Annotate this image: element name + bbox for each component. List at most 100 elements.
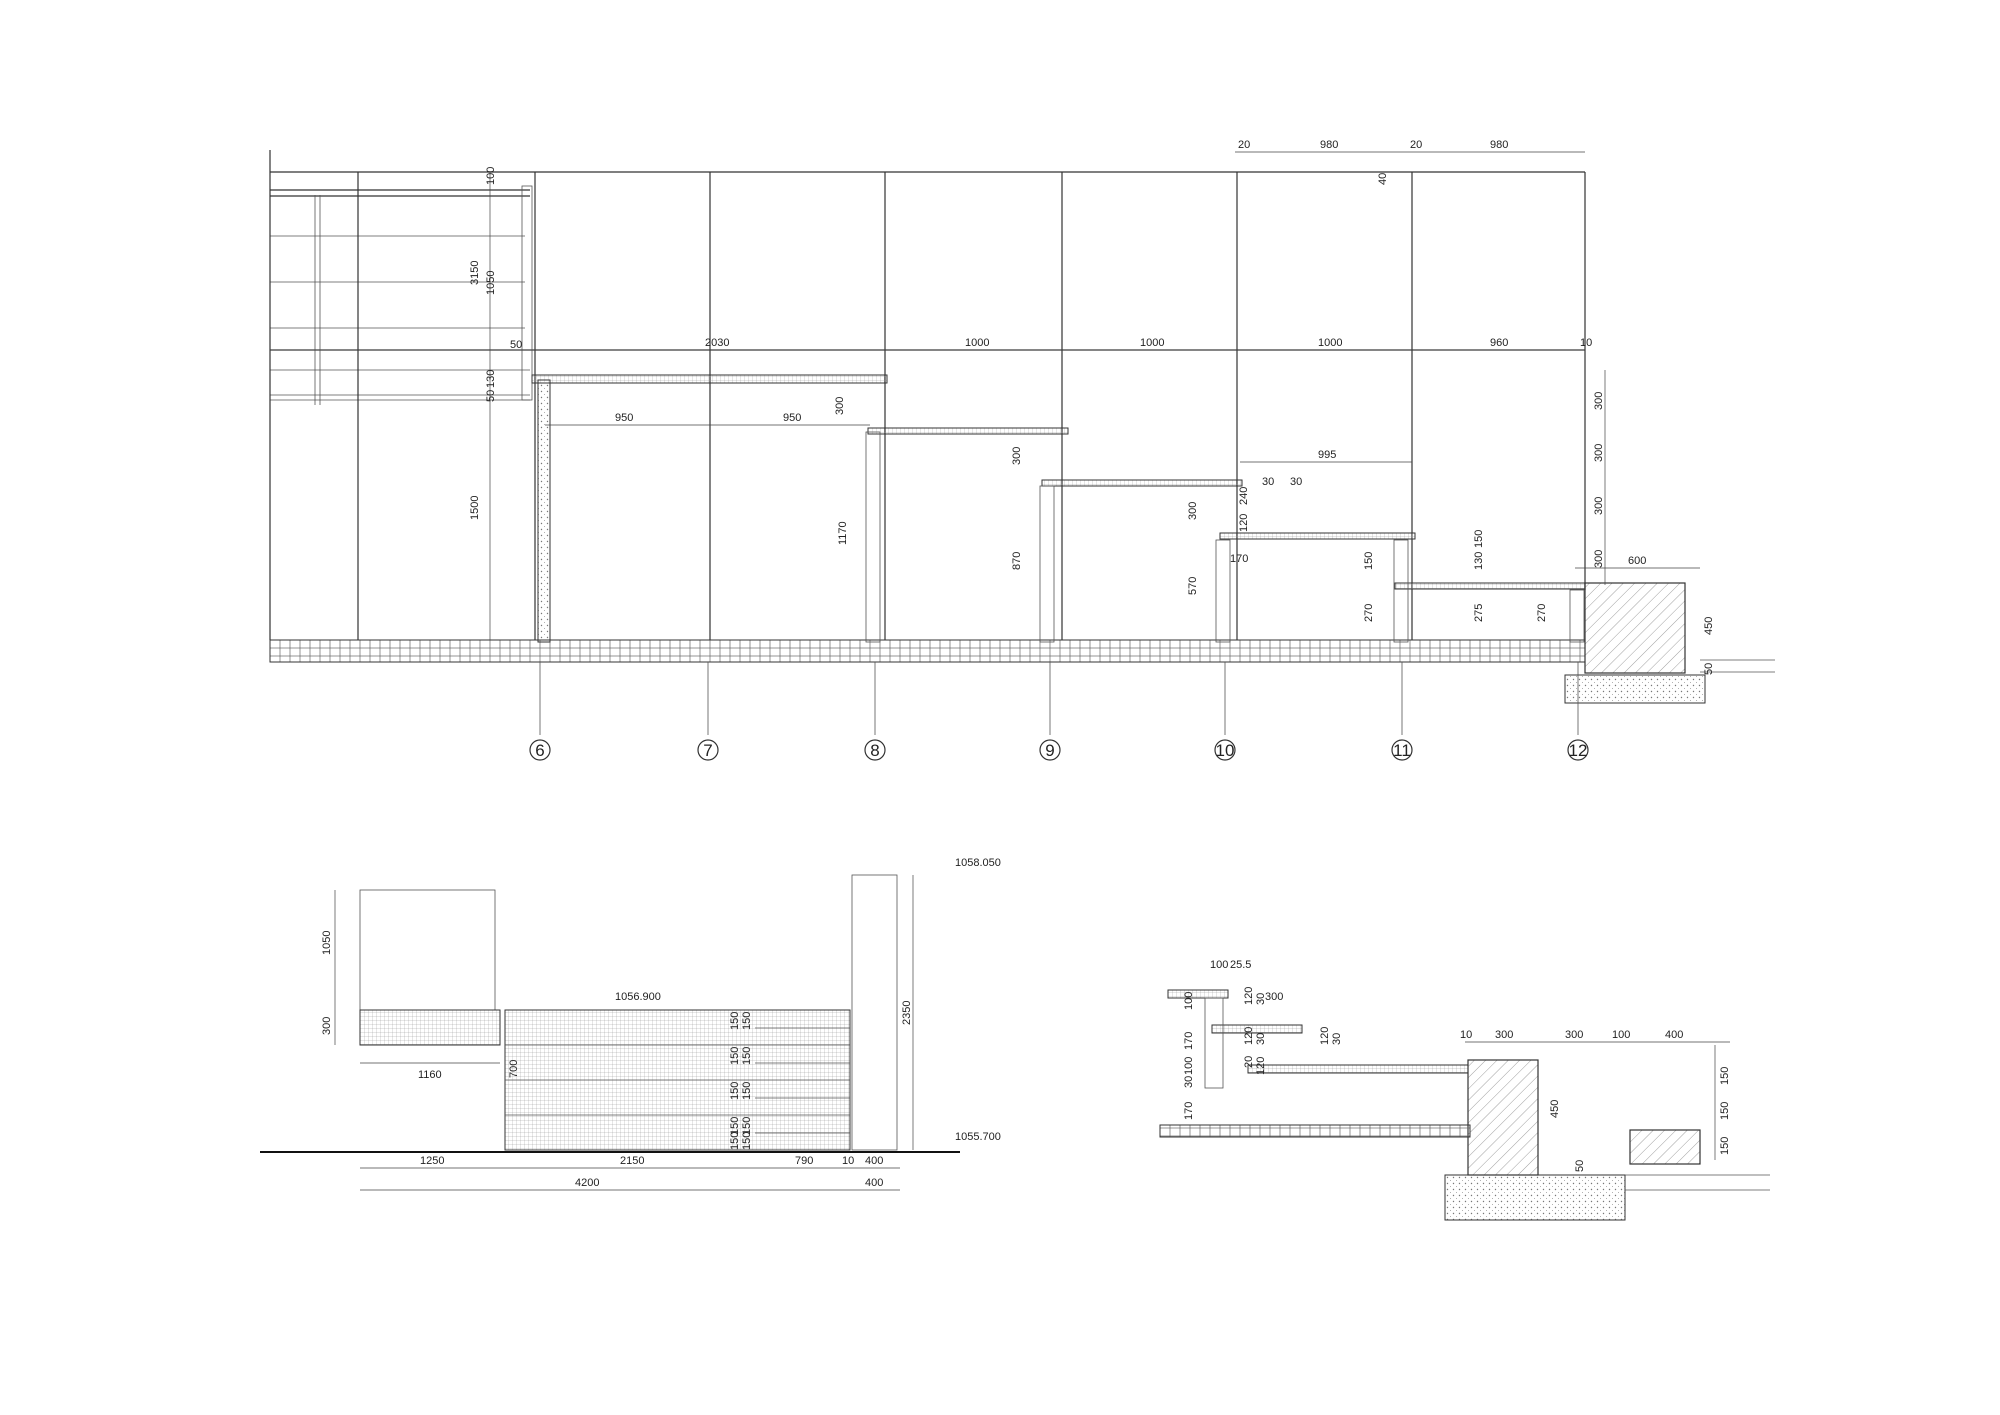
axis-marker-11: 11 — [1391, 739, 1413, 761]
dim-text: 30 — [1331, 1033, 1343, 1045]
dim-text: 995 — [1318, 449, 1336, 461]
step-slab — [1219, 532, 1416, 540]
dim-text: 30 — [1290, 476, 1302, 488]
dim-text: 450 — [1703, 617, 1715, 635]
dim-text: 950 — [615, 412, 633, 424]
dim-text: 170 — [1183, 1032, 1195, 1050]
dim-text: 2350 — [901, 1001, 913, 1025]
dim-text: 950 — [783, 412, 801, 424]
dim-text: 400 — [1665, 1029, 1683, 1041]
dim-text: 100 — [1183, 1057, 1195, 1075]
dim-text: 3150 — [469, 261, 481, 285]
step-slab — [867, 427, 1069, 435]
dim-text: 300 — [834, 397, 846, 415]
dim-text: 120 — [1238, 514, 1250, 532]
railing-frame — [359, 889, 496, 1011]
support-column — [1393, 539, 1409, 643]
dim-text: 50 — [510, 339, 522, 351]
dim-text: 120 — [1255, 1057, 1267, 1075]
dim-text: 150 — [741, 1117, 753, 1135]
dim-text: 20 — [1238, 139, 1250, 151]
dim-text: 150 — [741, 1047, 753, 1065]
dim-text: 120 — [1243, 987, 1255, 1005]
dim-text: 120 — [1319, 1027, 1331, 1045]
dim-text: 150 — [729, 1082, 741, 1100]
step-slab — [1041, 479, 1243, 487]
dim-text: 570 — [1187, 577, 1199, 595]
dim-text: 980 — [1490, 139, 1508, 151]
dim-text: 30 — [1183, 1076, 1195, 1088]
dim-text: 980 — [1320, 139, 1338, 151]
dim-text: 130 — [1473, 552, 1485, 570]
section-a: 20 980 20 980 2030 1000 1000 1000 960 10… — [269, 139, 1775, 761]
dim-text: 400 — [865, 1155, 883, 1167]
dim-text: 1170 — [837, 521, 849, 545]
dim-text: 150 — [1363, 552, 1375, 570]
dim-text: 4200 — [575, 1177, 599, 1189]
dim-text: 300 — [1265, 991, 1283, 1003]
dim-text: 10 — [1580, 337, 1592, 349]
dim-text: 270 — [1536, 604, 1548, 622]
dim-text: 960 — [1490, 337, 1508, 349]
dim-text: 270 — [1363, 604, 1375, 622]
axis-marker-9: 9 — [1039, 739, 1061, 761]
elevation-mark: 1056.900 — [615, 991, 661, 1003]
dim-text: 10 — [1460, 1029, 1472, 1041]
landing-slab — [359, 1009, 501, 1046]
axis-marker-7: 7 — [697, 739, 719, 761]
dim-text: 150 — [1719, 1137, 1731, 1155]
support-column — [1215, 539, 1231, 643]
dim-text: 450 — [1549, 1100, 1561, 1118]
end-block — [1584, 582, 1686, 674]
dim-text: 790 — [795, 1155, 813, 1167]
dim-text: 150 — [741, 1082, 753, 1100]
dim-text: 1050 — [485, 271, 497, 295]
dim-text: 100 — [1183, 992, 1195, 1010]
dim-text: 1250 — [420, 1155, 444, 1167]
dim-text: 130 — [485, 370, 497, 388]
dim-text: 20 — [1410, 139, 1422, 151]
dim-text: 300 — [1011, 447, 1023, 465]
dim-text: 150 — [1719, 1102, 1731, 1120]
dim-text: 150 — [1719, 1067, 1731, 1085]
dim-text: 120 — [1243, 1027, 1255, 1045]
svg-text:6: 6 — [535, 741, 544, 760]
dim-text: 400 — [865, 1177, 883, 1189]
end-wall — [851, 874, 898, 1151]
dim-text: 300 — [1593, 444, 1605, 462]
svg-text:9: 9 — [1045, 741, 1054, 760]
dim-text: 2030 — [705, 337, 729, 349]
support-column — [537, 379, 551, 643]
dim-text: 300 — [321, 1017, 333, 1035]
ground-strip — [1159, 1124, 1471, 1138]
svg-text:12: 12 — [1569, 741, 1588, 760]
step-slab — [1167, 989, 1229, 999]
dim-text: 1000 — [965, 337, 989, 349]
support-column — [1039, 485, 1055, 643]
dim-text: 300 — [1565, 1029, 1583, 1041]
axis-marker-6: 6 — [529, 739, 551, 761]
dim-text: 150 — [729, 1132, 741, 1150]
dim-text: 150 — [729, 1117, 741, 1135]
foundation-slab — [1444, 1174, 1626, 1221]
dim-text: 2150 — [620, 1155, 644, 1167]
dim-text: 10 — [842, 1155, 854, 1167]
dim-text: 1000 — [1140, 337, 1164, 349]
elevation-mark: 1055.700 — [955, 1131, 1001, 1143]
dim-text: 150 — [729, 1012, 741, 1030]
dim-text: 275 — [1473, 604, 1485, 622]
dim-text: 240 — [1238, 487, 1250, 505]
ground-strip — [269, 639, 1586, 663]
dim-text: 870 — [1011, 552, 1023, 570]
svg-text:7: 7 — [703, 741, 712, 760]
dim-text: 40 — [1377, 173, 1389, 185]
dim-text: 100 — [1612, 1029, 1630, 1041]
dim-text: 30 — [1255, 993, 1267, 1005]
dim-text: 150 — [741, 1012, 753, 1030]
section-b: 1058.050 1056.900 1055.700 1050 300 1160… — [260, 857, 1001, 1191]
dim-text: 150 — [729, 1047, 741, 1065]
dim-text: 1500 — [469, 496, 481, 520]
dim-text: 20 — [1243, 1056, 1255, 1068]
dim-text: 300 — [1593, 497, 1605, 515]
